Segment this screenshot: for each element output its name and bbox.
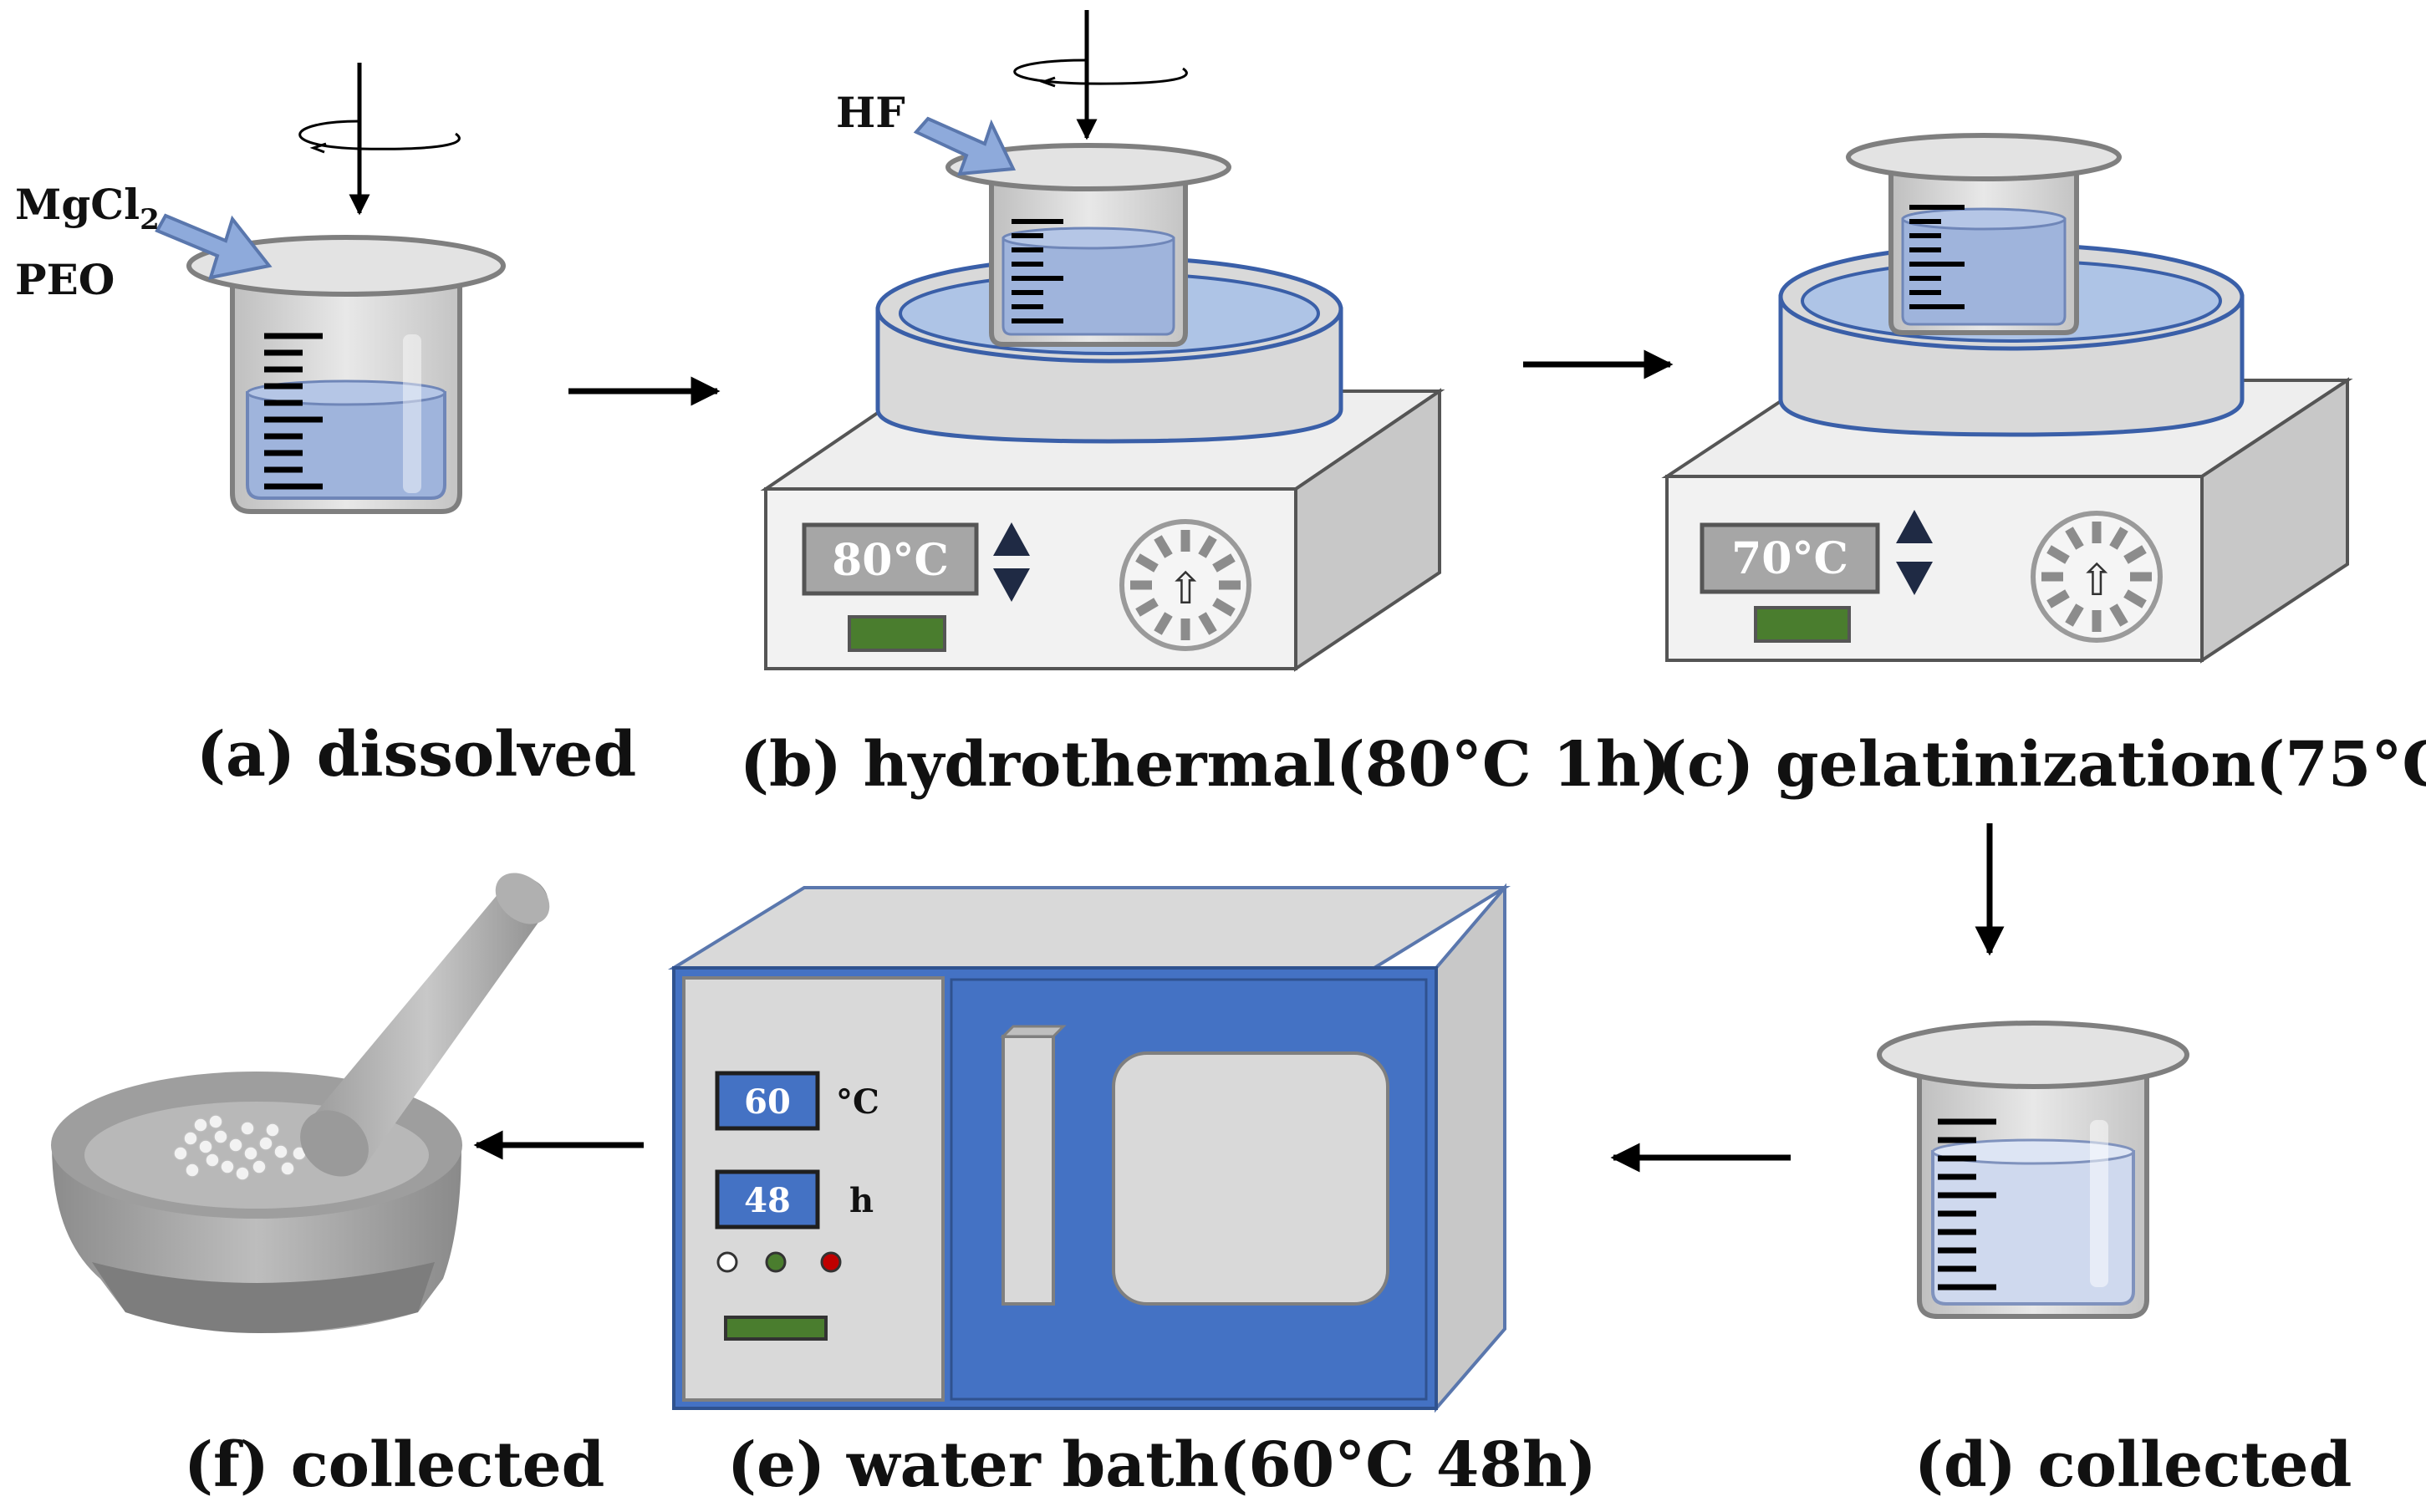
knob-arrow-icon: ⇧: [1167, 564, 1204, 614]
temperature-display: [802, 522, 979, 596]
power-indicator: [724, 1316, 828, 1341]
speed-knob: ⇧: [2031, 511, 2163, 643]
time-display: [715, 1169, 820, 1229]
indicator-light-white: [716, 1251, 738, 1273]
caption-d: (d) collected: [1914, 1429, 2352, 1501]
temp-display: [715, 1071, 820, 1131]
mortar-and-pestle: [51, 873, 550, 1333]
caption-a: (a) dissolved: [196, 719, 636, 791]
hotplate-stirrer-b: 80°C ⇧: [760, 143, 1445, 672]
stirrer-rotation-icon-b: [1013, 10, 1188, 140]
caption-b: (b) hydrothermal(80°C 1h): [740, 729, 1670, 801]
reagent-arrow-hf: [913, 116, 1017, 176]
reagent-arrow-mgcl-peo: [155, 213, 273, 280]
water-bath-oven: 60 °C 48 h: [667, 883, 1511, 1413]
stirrer-rotation-icon: [298, 63, 461, 216]
window: [1112, 1051, 1389, 1306]
temperature-display: [1700, 522, 1880, 594]
reagent-peo: PEO: [15, 255, 115, 304]
beaker-d: [1877, 1021, 2189, 1319]
indicator-light-red: [820, 1251, 842, 1273]
reagent-mgcl2: MgCl2: [15, 180, 160, 237]
temp-down-icon: [1896, 562, 1933, 595]
temperature-display-value: 70°C: [1731, 533, 1848, 584]
caption-e: (e) water bath(60°C 48h): [727, 1429, 1597, 1501]
time-display-value: 48: [744, 1181, 791, 1220]
temp-up-icon: [993, 522, 1030, 556]
caption-c: (c) gelatinization(75°C 3h): [1658, 729, 2426, 801]
hotplate-stirrer-c: 70°C ⇧: [1661, 133, 2353, 664]
temp-down-icon: [993, 568, 1030, 602]
speed-knob: ⇧: [1119, 519, 1251, 651]
indicator-light-green: [765, 1251, 787, 1273]
graduation-marks: [264, 333, 323, 490]
door-handle: [1001, 1035, 1055, 1306]
reagent-hf: HF: [836, 88, 905, 137]
caption-f: (f) collected: [184, 1429, 604, 1501]
beaker-a: [186, 235, 506, 514]
temp-display-value: 60: [744, 1082, 791, 1122]
temp-unit: °C: [836, 1082, 879, 1122]
knob-arrow-icon: ⇧: [2078, 556, 2115, 606]
temperature-display-value: 80°C: [832, 535, 949, 586]
power-indicator: [1754, 606, 1851, 643]
time-unit: h: [849, 1181, 874, 1220]
powder-granules: [173, 1114, 307, 1181]
temp-up-icon: [1896, 510, 1933, 543]
power-indicator: [848, 615, 946, 652]
